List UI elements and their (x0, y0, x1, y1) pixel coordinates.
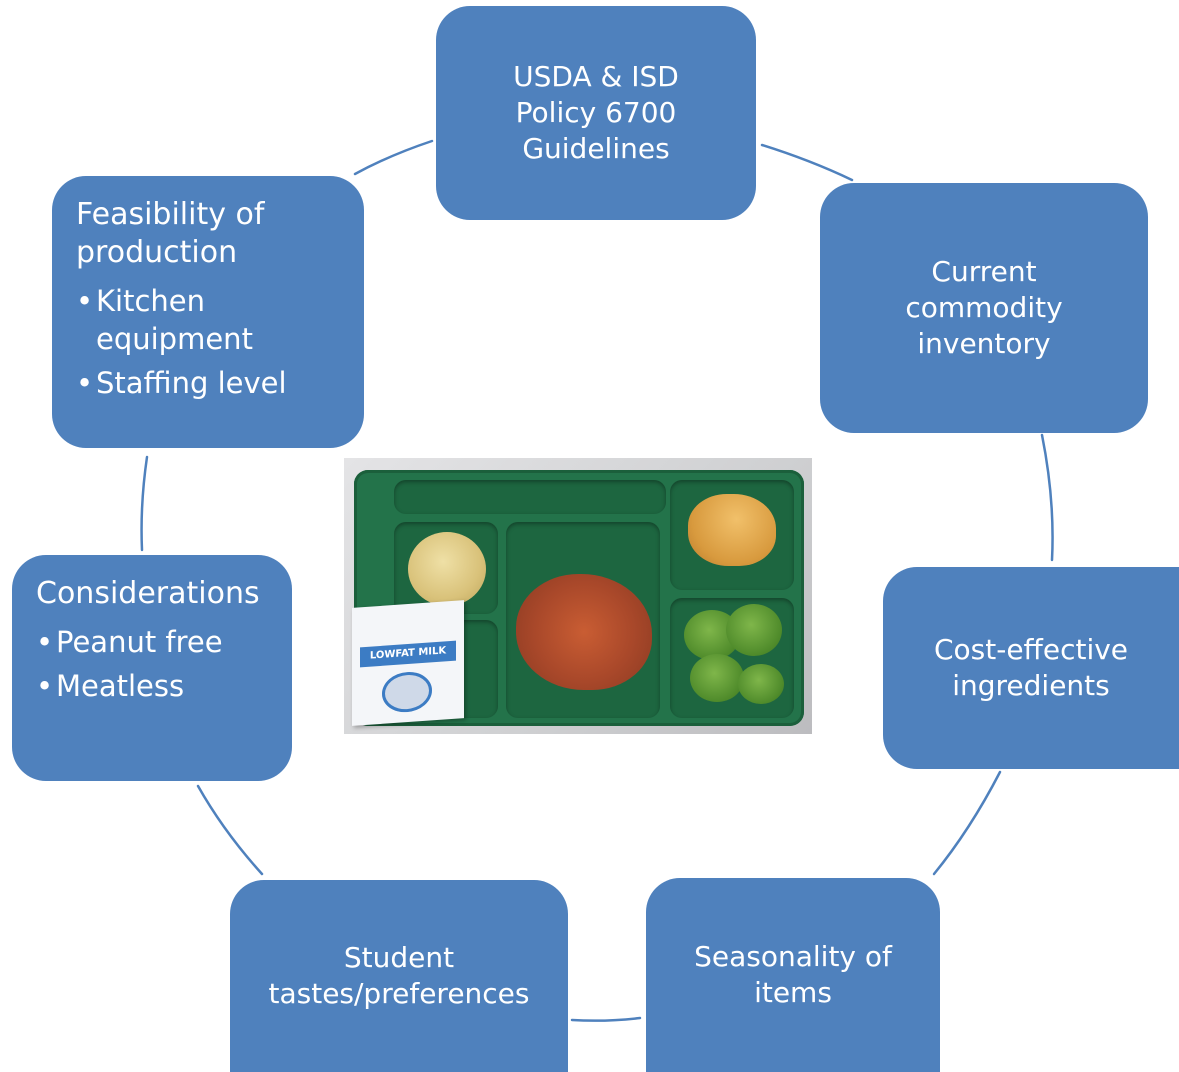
node-commodity-line-2: commodity (905, 291, 1063, 324)
connector-seasonality-student (570, 1016, 642, 1022)
tray-top-compartment (394, 480, 666, 514)
node-commodity-line-1: Current (931, 255, 1037, 288)
broccoli-floret-4 (738, 664, 784, 704)
connector-usda-commodity (760, 143, 854, 182)
milk-carton-logo (382, 670, 432, 714)
broccoli-floret-3 (690, 654, 744, 702)
node-considerations: Considerations Peanut free Meatless (12, 555, 292, 781)
connector-student-considerations (196, 784, 264, 876)
node-usda-line-1: USDA & ISD (513, 60, 679, 93)
broccoli-floret-2 (726, 604, 782, 656)
connector-feasibility-usda (353, 139, 434, 176)
node-commodity-line-3: inventory (917, 327, 1051, 360)
bullet-kitchen-equipment: Kitchen equipment (76, 282, 342, 358)
node-seasonality-line-2: items (754, 976, 832, 1009)
node-feasibility-of-production: Feasibility of production Kitchen equipm… (52, 176, 364, 448)
node-feasibility-heading: Feasibility of production (76, 197, 265, 270)
milk-carton: LOWFAT MILK (352, 600, 464, 726)
bullet-staffing-level: Staffing level (76, 364, 342, 402)
node-considerations-list: Peanut free Meatless (36, 623, 270, 705)
node-commodity-inventory: Current commodity inventory (820, 183, 1148, 433)
node-seasonality-of-items: Seasonality of items (646, 878, 940, 1072)
node-usda-line-3: Guidelines (522, 132, 670, 165)
node-cost-line-1: Cost-effective (933, 633, 1129, 666)
connector-cost-seasonality (932, 770, 1002, 876)
bullet-meatless: Meatless (36, 667, 270, 705)
node-considerations-heading: Considerations (36, 576, 260, 611)
node-student-line-1: Student (343, 941, 455, 974)
node-cost-effective-ingredients: Cost-effective ingredients (883, 567, 1179, 769)
node-usda-line-2: Policy 6700 (515, 96, 677, 129)
node-feasibility-list: Kitchen equipment Staffing level (76, 282, 342, 402)
node-seasonality-line-1: Seasonality of (694, 940, 892, 973)
green-lunch-tray (354, 470, 804, 726)
muffin (408, 532, 486, 606)
node-usda-guidelines: USDA & ISD Policy 6700 Guidelines (436, 6, 756, 220)
bullet-peanut-free: Peanut free (36, 623, 270, 661)
node-student-line-2: tastes/preferences (268, 977, 530, 1010)
connector-considerations-feasibility (140, 455, 149, 552)
lunch-tray-image: LOWFAT MILK (344, 458, 812, 734)
connector-commodity-cost (1040, 433, 1054, 562)
pasta-dish (516, 574, 652, 690)
node-cost-line-2: ingredients (952, 669, 1110, 702)
node-student-preferences: Student tastes/preferences (230, 880, 568, 1072)
dinner-roll (688, 494, 776, 566)
milk-carton-label: LOWFAT MILK (360, 640, 456, 668)
